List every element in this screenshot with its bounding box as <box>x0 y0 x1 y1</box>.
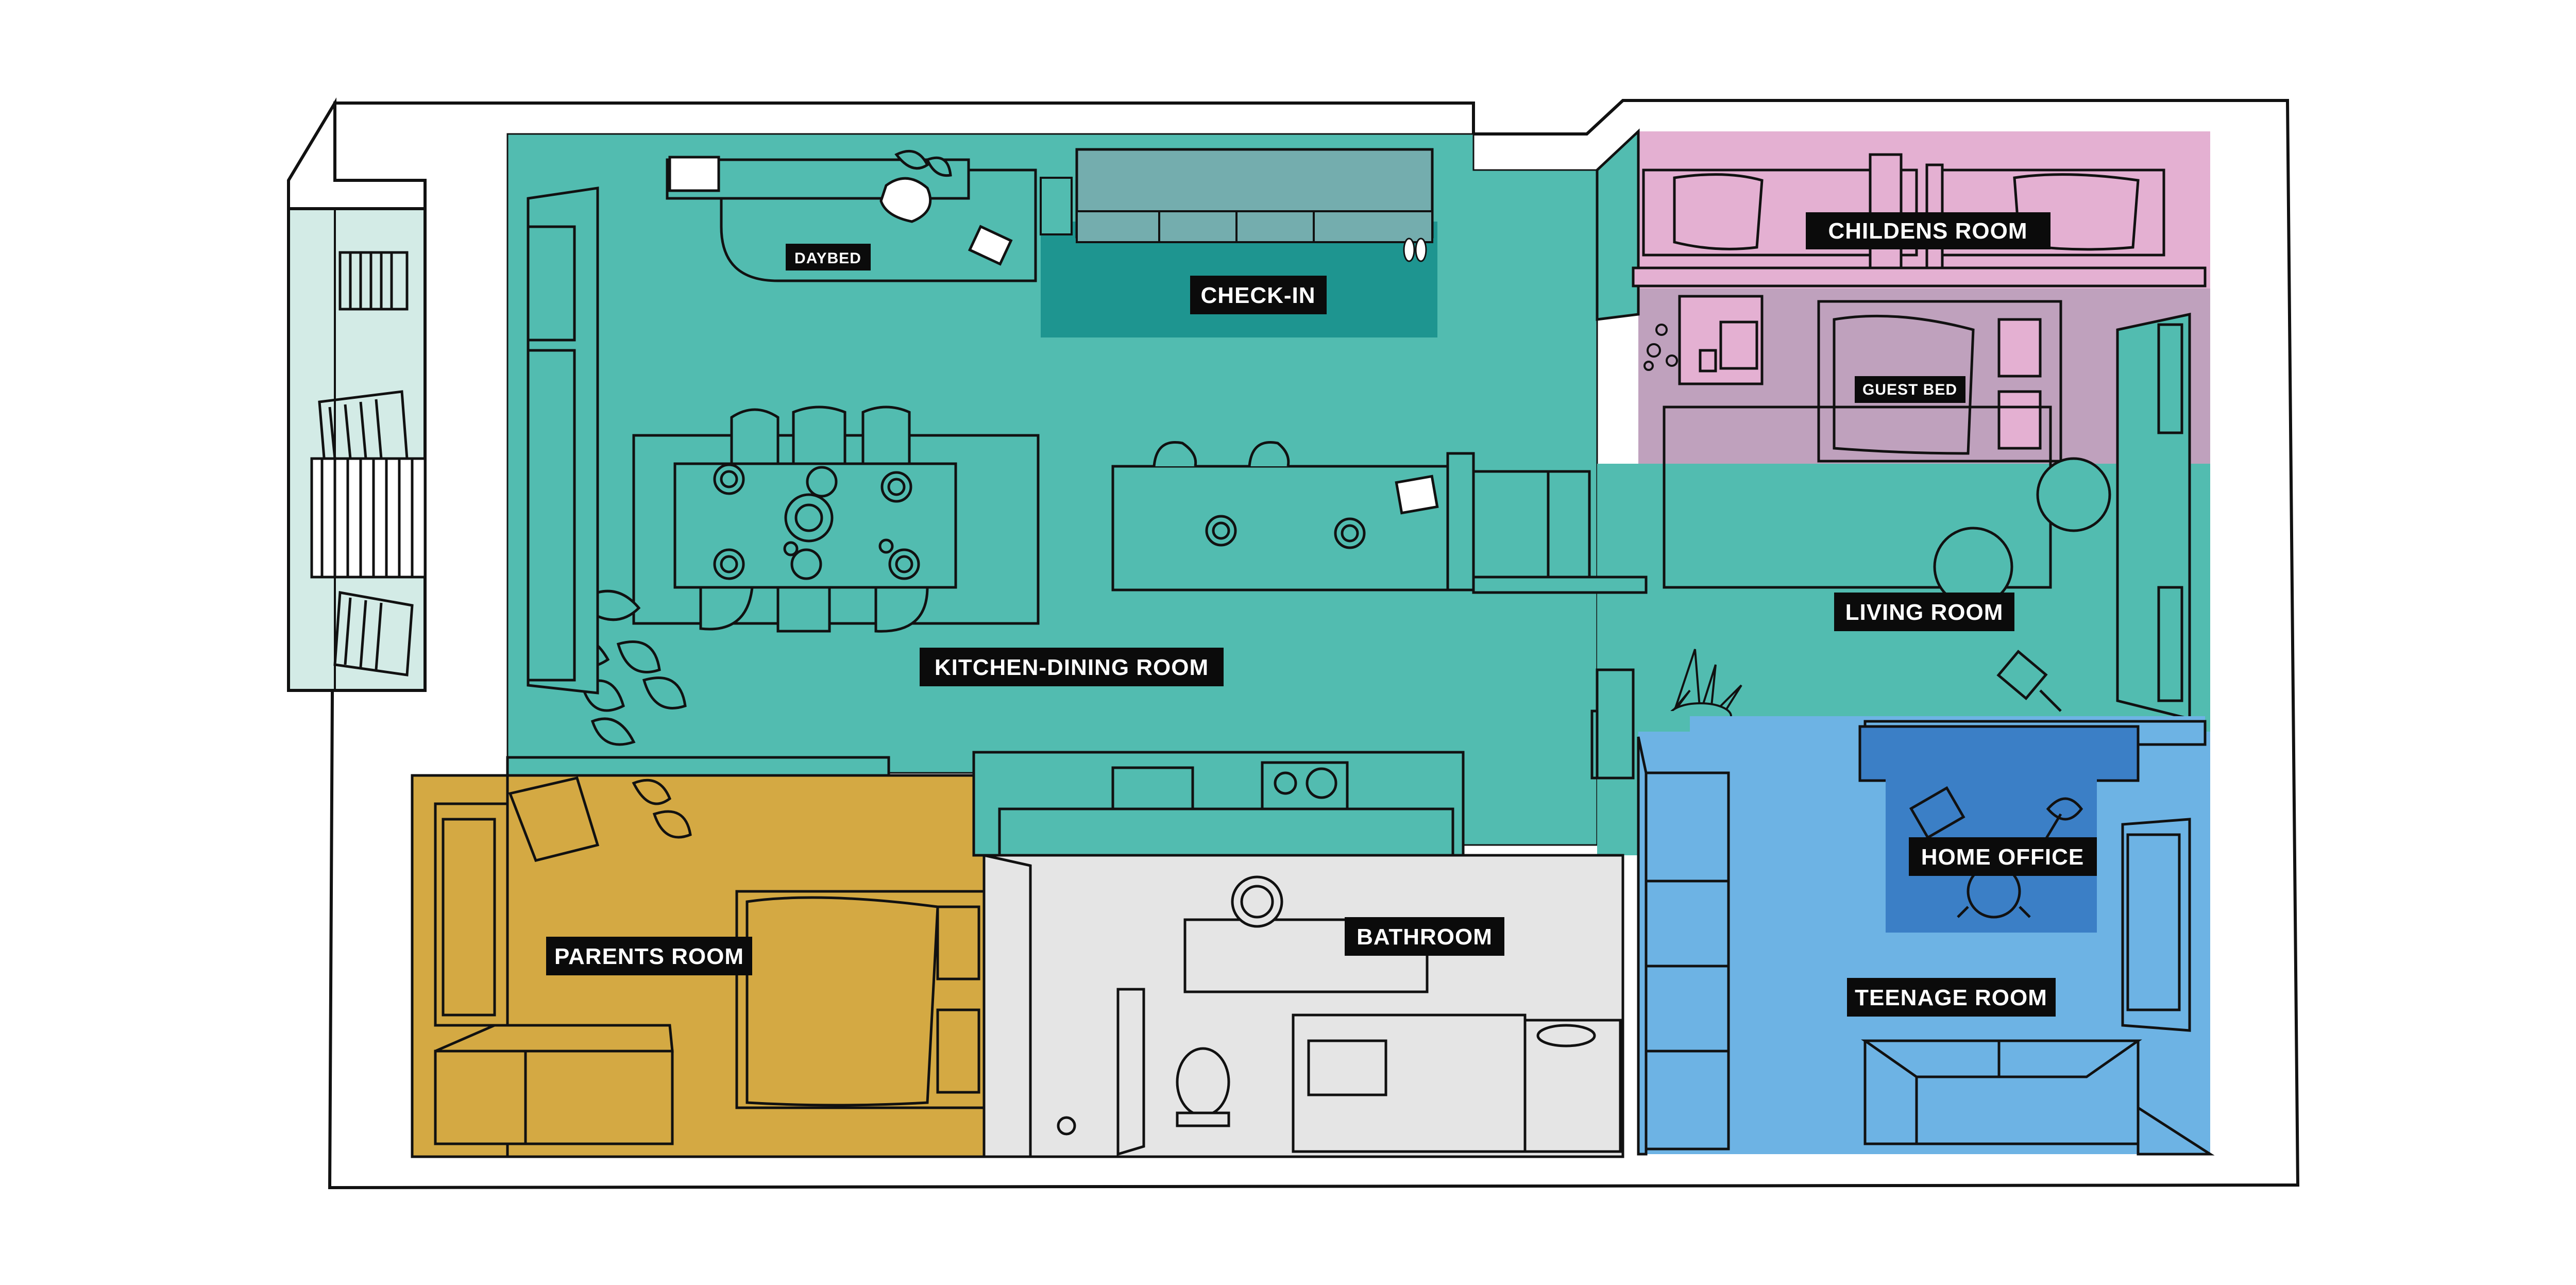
svg-text:PARENTS ROOM: PARENTS ROOM <box>554 944 744 969</box>
plant-icon <box>894 149 952 177</box>
balcony-chair-icon <box>333 591 414 677</box>
washer-icon <box>1523 1019 1622 1153</box>
partition <box>1116 988 1145 1156</box>
dining-area <box>632 405 1040 633</box>
label-guest-bed: GUEST BED <box>1855 376 1965 403</box>
svg-text:DAYBED: DAYBED <box>794 250 861 267</box>
window <box>527 187 599 695</box>
svg-text:KITCHEN-DINING ROOM: KITCHEN-DINING ROOM <box>935 655 1209 680</box>
svg-text:HOME OFFICE: HOME OFFICE <box>1921 844 2084 870</box>
parents-room-zone <box>411 774 986 1158</box>
toilet-icon <box>1176 1047 1230 1127</box>
plate-icon <box>713 463 920 580</box>
balcony-chair-icon <box>338 251 409 311</box>
sink-icon <box>1231 875 1283 928</box>
label-living-room: LIVING ROOM <box>1834 593 2014 631</box>
label-home-office: HOME OFFICE <box>1909 837 2097 876</box>
book-icon <box>968 225 1013 266</box>
lamp-icon <box>2044 797 2083 841</box>
lamp-icon <box>1996 649 2062 712</box>
kitchen-counter <box>506 751 1465 857</box>
chair-icon <box>699 405 929 633</box>
book-icon <box>1395 475 1439 515</box>
toy-icon <box>1643 324 1678 371</box>
laptop-icon <box>1909 786 1965 839</box>
label-kitchen-dining: KITCHEN-DINING ROOM <box>920 648 1224 686</box>
label-bathroom: BATHROOM <box>1345 917 1504 956</box>
balcony <box>287 97 427 692</box>
balcony-table <box>310 457 427 579</box>
drain-icon <box>1057 1116 1076 1136</box>
kitchen-island <box>1111 441 1648 594</box>
label-teenage-room: TEENAGE ROOM <box>1847 978 2056 1017</box>
pillow-icon <box>879 177 932 223</box>
svg-text:CHECK-IN: CHECK-IN <box>1200 283 1315 308</box>
living-room-rug <box>1663 405 2111 607</box>
teen-room-furniture <box>1637 736 2215 1156</box>
svg-text:GUEST BED: GUEST BED <box>1862 381 1957 398</box>
svg-text:BATHROOM: BATHROOM <box>1357 924 1493 950</box>
svg-text:LIVING ROOM: LIVING ROOM <box>1845 600 2004 625</box>
ottoman-icon <box>2036 457 2111 532</box>
plant-icon <box>632 779 692 839</box>
window <box>2116 312 2191 721</box>
bathroom-zone <box>982 853 1624 1158</box>
pillow-icon <box>1673 173 1764 250</box>
window <box>2121 818 2191 1032</box>
bed-icon <box>735 890 986 1109</box>
svg-text:CHILDENS ROOM: CHILDENS ROOM <box>1828 218 2028 244</box>
label-checkin: CHECK-IN <box>1190 276 1327 314</box>
bed-icon <box>1861 1039 2142 1145</box>
label-childrens-room: CHILDENS ROOM <box>1806 212 2050 249</box>
label-parents-room: PARENTS ROOM <box>546 937 752 975</box>
stove-icon <box>1261 761 1349 810</box>
svg-text:TEENAGE ROOM: TEENAGE ROOM <box>1855 985 2047 1010</box>
dresser <box>434 1024 674 1145</box>
bathtub-icon <box>1292 1013 1527 1153</box>
label-daybed: DAYBED <box>786 244 871 270</box>
chair-icon <box>508 776 600 862</box>
shoes-icon <box>1403 238 1427 262</box>
